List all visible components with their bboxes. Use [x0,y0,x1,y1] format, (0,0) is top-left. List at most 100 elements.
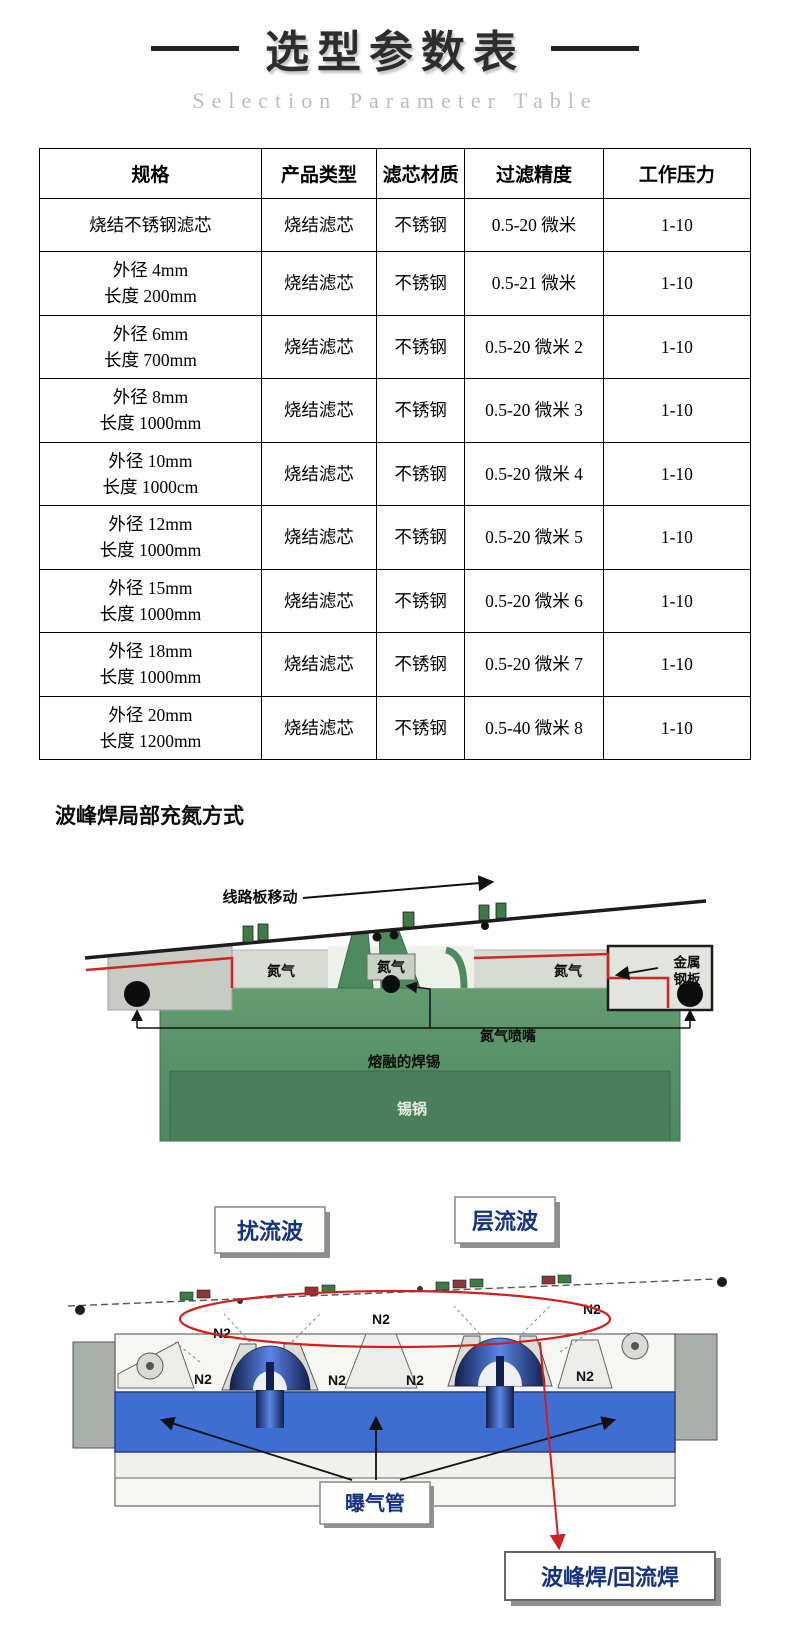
laminar-wave-assembly [447,1335,553,1428]
table-row: 外径 4mm 长度 200mm 烧结滤芯 不锈钢 0.5-21 微米 1-10 [39,251,752,316]
wave-reflow-label: 波峰焊/回流焊 [541,1565,679,1590]
nozzle-manifold [131,981,696,1029]
type-cell: 烧结滤芯 [260,314,378,379]
pcb-components [242,902,507,943]
table-row: 外径 6mm 长度 700mm 烧结滤芯 不锈钢 0.5-20 微米 2 1-1… [39,314,752,379]
pcb-conveyor-line [84,899,707,960]
left-side-block [72,1341,116,1449]
title-row: 选型参数表 [0,16,790,80]
page-title: 选型参数表 [265,28,525,77]
type-cell: 烧结滤芯 [260,632,378,697]
nitrogen-nozzle-label: 氮气喷嘴 [479,1028,536,1044]
pcb-movement-arrow [302,875,495,899]
nitrogen-right-label: 氮气 [553,963,582,979]
type-cell: 烧结滤芯 [260,568,378,633]
precision-cell: 0.5-20 微米 2 [464,314,604,379]
pcb-exit-dot [717,1277,727,1287]
nitrogen-left-label: 氮气 [266,963,295,979]
table-row: 外径 10mm 长度 1000cm 烧结滤芯 不锈钢 0.5-20 微米 4 1… [39,441,752,506]
n2-label: N2 [372,1311,390,1327]
nitrogen-filling-diagram: 线路板移动 氮气 氮气 氮气 氮气喷嘴 熔融的焊锡 锡锅 金属 钢板 [84,875,714,1142]
turbulent-wave-label: 扰流波 [237,1219,304,1244]
spec-cell: 外径 20mm 长度 1200mm [39,695,262,760]
precision-cell: 0.5-40 微米 8 [464,695,604,760]
pressure-cell: 1-10 [602,378,752,443]
metal-plate-arrow [614,965,659,981]
n2-label: N2 [328,1372,346,1388]
n2-label: N2 [213,1325,231,1341]
aeration-pipe-label: 曝气管 [345,1491,405,1515]
material-cell: 不锈钢 [375,378,466,443]
spec-cell: 外径 15mm 长度 1000mm [39,568,262,633]
selection-parameter-table: 规格 产品类型 滤芯材质 过滤精度 工作压力 烧结不锈钢滤芯 烧结滤芯 不锈钢 … [39,148,752,760]
solder-tank [114,1391,676,1453]
seal-lines [85,952,670,1008]
right-roller [677,981,703,1007]
table-row: 烧结不锈钢滤芯 烧结滤芯 不锈钢 0.5-20 微米 1-10 [39,198,752,252]
flow-dashes [174,1305,591,1363]
type-cell: 烧结滤芯 [260,378,378,443]
nozzle-circle [382,975,400,993]
aeration-arrows [159,1415,617,1481]
precision-cell: 0.5-21 微米 [464,251,604,316]
column-header-precision: 过滤精度 [464,148,604,199]
precision-cell: 0.5-20 微米 5 [464,505,604,570]
aeration-pipe-callout: 曝气管 [319,1481,434,1528]
spec-cell: 外径 8mm 长度 1000mm [39,378,262,443]
metal-plate-label-line1: 金属 [673,954,701,970]
pressure-cell: 1-10 [602,314,752,379]
material-cell: 不锈钢 [375,251,466,316]
tin-pot-body [169,1070,671,1142]
pressure-cell: 1-10 [602,695,752,760]
table-row: 外径 15mm 长度 1000mm 烧结滤芯 不锈钢 0.5-20 微米 6 1… [39,568,752,633]
material-cell: 不锈钢 [375,568,466,633]
type-cell: 烧结滤芯 [260,251,378,316]
precision-cell: 0.5-20 微米 6 [464,568,604,633]
left-roller [124,981,150,1007]
wave-reflow-callout: 波峰焊/回流焊 [504,1551,721,1606]
spec-cell: 外径 18mm 长度 1000mm [39,632,262,697]
laminar-wave-label: 层流波 [472,1209,539,1234]
material-cell: 不锈钢 [375,505,466,570]
material-cell: 不锈钢 [375,441,466,506]
precision-cell: 0.5-20 微米 4 [464,441,604,506]
table-header-row: 规格 产品类型 滤芯材质 过滤精度 工作压力 [39,148,752,199]
machine-base [114,1451,676,1479]
material-cell: 不锈钢 [375,632,466,697]
table-row: 外径 18mm 长度 1000mm 烧结滤芯 不锈钢 0.5-20 微米 7 1… [39,632,752,697]
page-header: 选型参数表 Selection Parameter Table [0,0,790,114]
spec-cell: 外径 12mm 长度 1000mm [39,505,262,570]
title-dash-right [551,45,639,51]
nitrogen-center-label: 氮气 [376,959,405,975]
turbulent-wave-callout: 扰流波 [214,1206,330,1258]
n2-label: N2 [406,1372,424,1388]
pressure-cell: 1-10 [602,441,752,506]
type-cell: 烧结滤芯 [260,695,378,760]
section-heading: 波峰焊局部充氮方式 [55,805,244,828]
pressure-cell: 1-10 [602,251,752,316]
spec-cell: 烧结不锈钢滤芯 [39,198,262,252]
column-header-pressure: 工作压力 [602,148,752,199]
spec-cell: 外径 10mm 长度 1000cm [39,441,262,506]
title-dash-left [151,45,239,51]
n2-label: N2 [583,1301,601,1317]
pressure-cell: 1-10 [602,632,752,697]
wave-highlight-pointer [539,1341,566,1551]
tin-pot-label: 锡锅 [397,1100,427,1118]
molten-solder-label: 熔融的焊锡 [368,1053,441,1071]
table-row: 外径 20mm 长度 1200mm 烧结滤芯 不锈钢 0.5-40 微米 8 1… [39,695,752,760]
column-header-type: 产品类型 [260,148,378,199]
type-cell: 烧结滤芯 [260,441,378,506]
spec-cell: 外径 6mm 长度 700mm [39,314,262,379]
pressure-cell: 1-10 [602,568,752,633]
pcb-entry-dot [75,1305,85,1315]
laminar-wave-callout: 层流波 [454,1196,560,1248]
pressure-cell: 1-10 [602,198,752,252]
wave-highlight-ellipse [178,1289,612,1349]
precision-cell: 0.5-20 微米 7 [464,632,604,697]
pcb-path-line [67,1278,717,1307]
material-cell: 不锈钢 [375,314,466,379]
right-side-block [674,1333,718,1441]
spec-cell: 外径 4mm 长度 200mm [39,251,262,316]
